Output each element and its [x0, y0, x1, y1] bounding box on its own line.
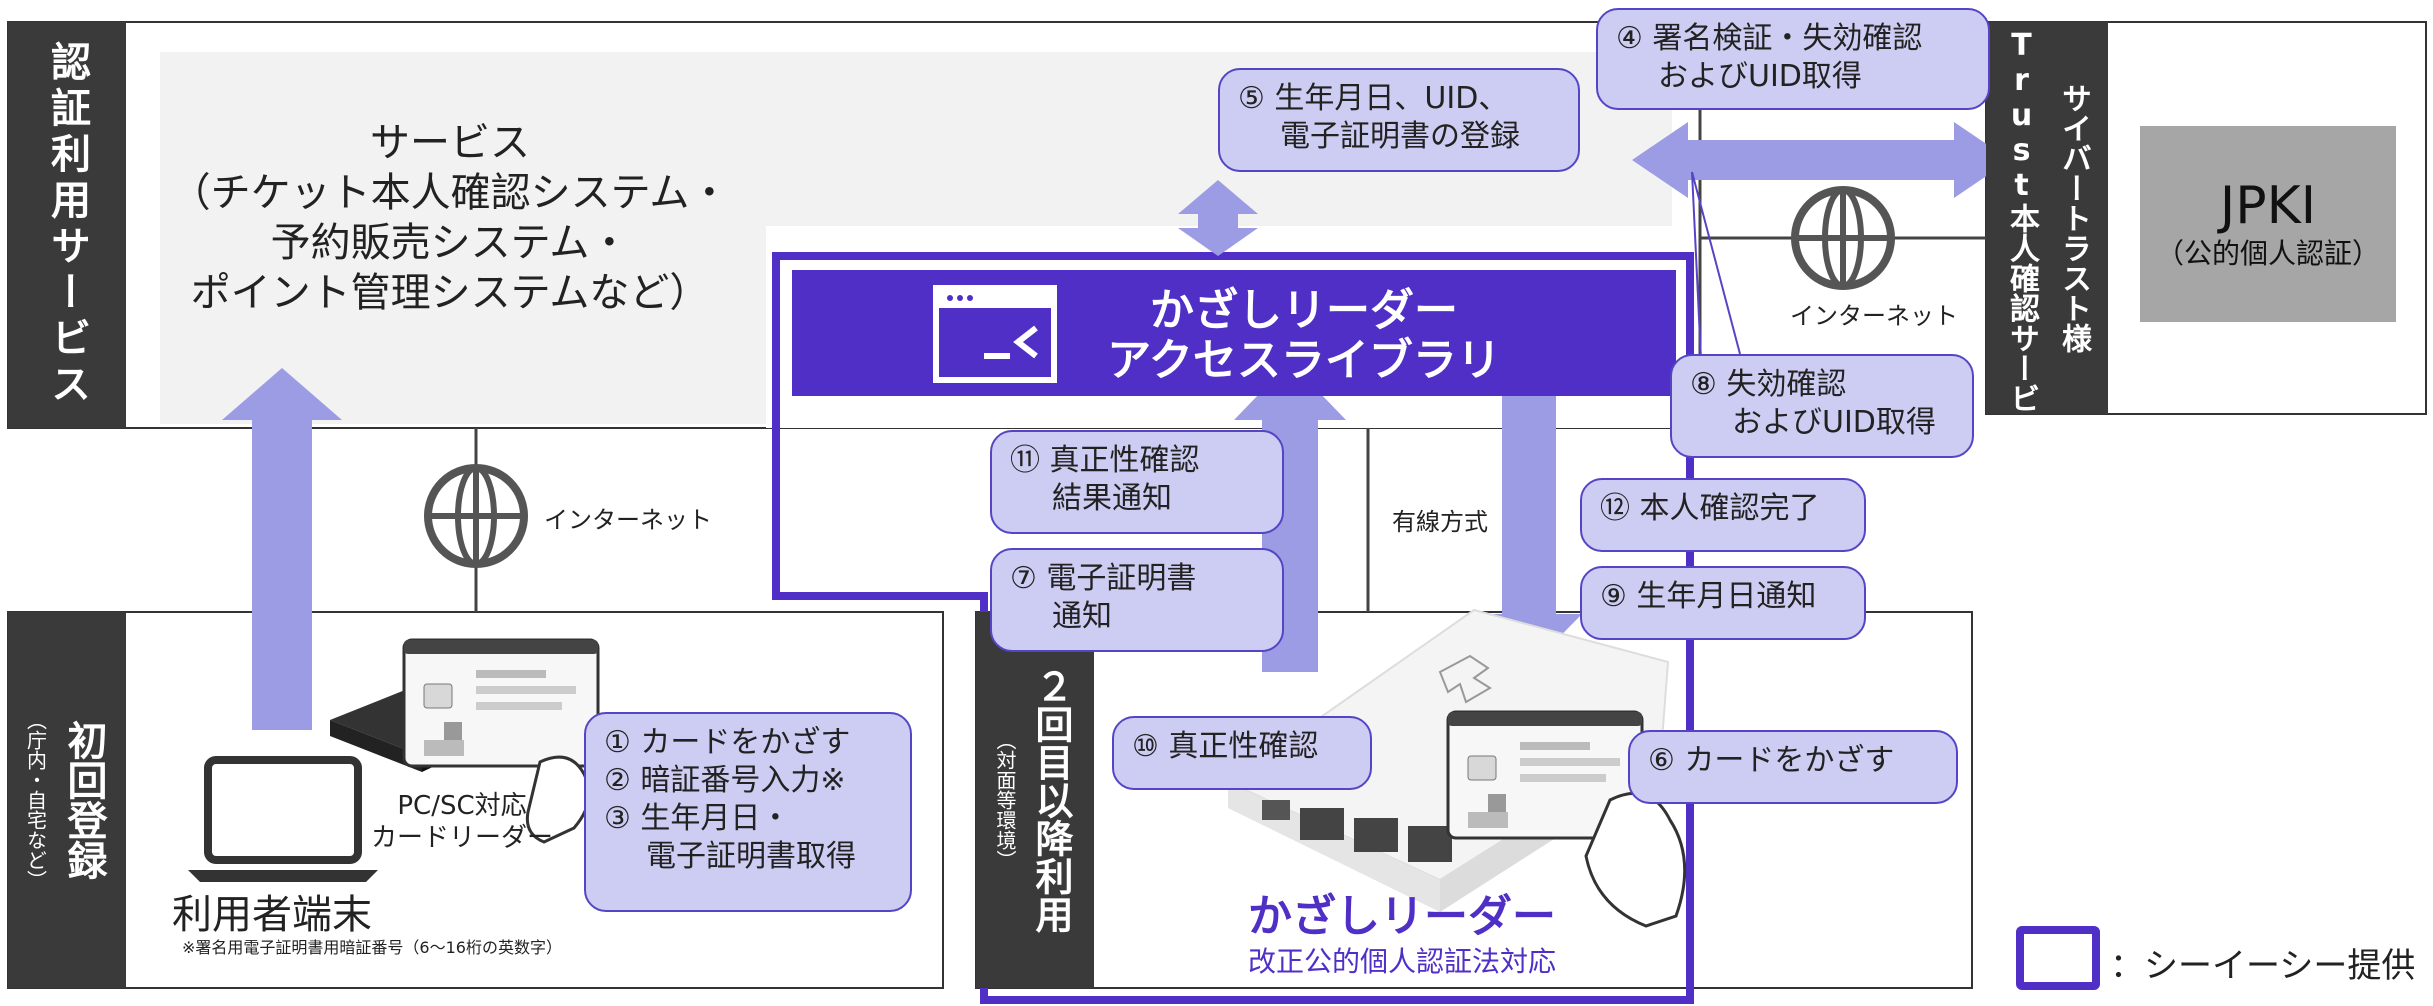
- card-reader-label-line2: カードリーダー: [370, 823, 553, 853]
- my-number-card-icon: [402, 638, 600, 768]
- callout-step7-line2: 通知: [1052, 599, 1112, 634]
- callout-step11-line1: ⑪ 真正性確認: [1010, 443, 1200, 478]
- repeat-use-sublabel: （対面等環境）: [993, 730, 1017, 870]
- legend-label: ：シーイーシー提供: [2110, 946, 2416, 986]
- access-library-line1: かざしリーダー: [1150, 285, 1458, 336]
- terminal-window-icon: [933, 285, 1057, 383]
- first-registration-label: 初回登録: [60, 720, 107, 880]
- cybertrust-bar: サイバートラスト様 iTrust本人確認サービス: [1986, 0, 2108, 443]
- callout-step11: ⑪ 真正性確認 結果通知: [990, 430, 1284, 534]
- arrow-down-library-to-reader: [1476, 372, 1582, 668]
- callout-step10: ⑩ 真正性確認: [1112, 716, 1372, 790]
- callout-step5-line1: ⑤ 生年月日、UID、: [1238, 81, 1509, 116]
- arrow-up-first-registration: [222, 368, 342, 730]
- auth-service-label: 認証利用サービス: [44, 41, 90, 409]
- service-line: ポイント管理システムなど）: [190, 270, 710, 316]
- access-library-title: かざしリーダー アクセスライブラリ: [932, 286, 1676, 386]
- callout-step12-text: ⑫ 本人確認完了: [1600, 491, 1820, 526]
- callout-step3-line1: ③ 生年月日・: [604, 801, 791, 836]
- jpki-box: JPKI （公的個人認証）: [2140, 126, 2396, 322]
- callout-step6: ⑥ カードをかざす: [1628, 730, 1958, 804]
- access-library-line2: アクセスライブラリ: [1107, 335, 1501, 386]
- auth-service-bar: 認証利用サービス: [8, 22, 126, 428]
- card-reader-label: PC/SC対応 カードリーダー: [362, 790, 562, 854]
- callout-step8: ⑧ 失効確認 およびUID取得: [1670, 354, 1974, 458]
- kazashi-reader-name: かざしリーダー: [1248, 891, 1556, 942]
- callout-step5-line2: 電子証明書の登録: [1280, 119, 1520, 154]
- cybertrust-label-line1: サイバートラスト様: [2056, 83, 2091, 353]
- callout-step4-line1: ④ 署名検証・失効確認: [1616, 21, 1923, 56]
- laptop-icon: [188, 756, 378, 882]
- callout-step3-line2: 電子証明書取得: [646, 839, 856, 874]
- callout-step8-line2: およびUID取得: [1732, 405, 1936, 440]
- callout-steps-1-3: ① カードをかざす ② 暗証番号入力※ ③ 生年月日・ 電子証明書取得: [584, 712, 912, 912]
- arrow-double-step5: [1178, 180, 1258, 256]
- service-description: サービス （チケット本人確認システム・ 予約販売システム・ ポイント管理システム…: [160, 118, 740, 318]
- callout-step8-line1: ⑧ 失効確認: [1690, 367, 1847, 402]
- internet-left-label: インターネット: [544, 506, 712, 534]
- kazashi-reader-subtitle: 改正公的個人認証法対応: [1247, 945, 1556, 978]
- callout-step7: ⑦ 電子証明書 通知: [990, 548, 1284, 652]
- callout-step6-text: ⑥ カードをかざす: [1648, 743, 1895, 778]
- callout-step9: ⑨ 生年月日通知: [1580, 566, 1866, 640]
- repeat-use-label: ２回目以降利用: [1029, 667, 1073, 933]
- pin-footnote: ※署名用電子証明書用暗証番号（6～16桁の英数字）: [182, 938, 562, 957]
- callout-step2: ② 暗証番号入力※: [604, 763, 846, 798]
- callout-step9-text: ⑨ 生年月日通知: [1600, 579, 1817, 614]
- callout-step7-line1: ⑦ 電子証明書: [1010, 561, 1197, 596]
- user-terminal-label: 利用者端末: [172, 892, 372, 938]
- callout-step4: ④ 署名検証・失効確認 およびUID取得: [1596, 8, 1990, 110]
- first-registration-sublabel: （庁内・自宅など）: [23, 710, 48, 890]
- my-number-card-icon: [1446, 710, 1644, 840]
- callout-step10-text: ⑩ 真正性確認: [1132, 729, 1319, 764]
- callout-step12: ⑫ 本人確認完了: [1580, 478, 1866, 552]
- cec-provided-frame: [772, 252, 1694, 1004]
- repeat-use-bar: ２回目以降利用 （対面等環境）: [976, 612, 1094, 988]
- card-reader-label-line1: PC/SC対応: [397, 791, 527, 821]
- globe-icon: [1791, 186, 1895, 290]
- service-line: 予約販売システム・: [270, 220, 630, 266]
- callout-step11-line2: 結果通知: [1052, 481, 1172, 516]
- cybertrust-label-line2: iTrust本人確認サービス: [2004, 0, 2039, 443]
- nfc-mark-icon: [1438, 654, 1492, 704]
- service-title: サービス: [370, 120, 530, 166]
- jpki-title: JPKI: [2219, 176, 2317, 236]
- first-registration-bar: 初回登録 （庁内・自宅など）: [8, 612, 126, 988]
- jpki-subtitle: （公的個人認証）: [2155, 237, 2380, 270]
- legend-swatch: [2016, 926, 2100, 990]
- globe-icon: [424, 464, 528, 568]
- internet-right-label: インターネット: [1790, 302, 1958, 330]
- arrow-double-step4: [1632, 122, 2010, 198]
- callout-step5: ⑤ 生年月日、UID、 電子証明書の登録: [1218, 68, 1580, 172]
- callout-step4-line2: およびUID取得: [1658, 59, 1862, 94]
- callout-step1: ① カードをかざす: [604, 725, 851, 760]
- wired-label: 有線方式: [1392, 508, 1488, 536]
- access-library-bar: かざしリーダー アクセスライブラリ: [792, 270, 1676, 396]
- service-line: （チケット本人確認システム・: [170, 170, 730, 216]
